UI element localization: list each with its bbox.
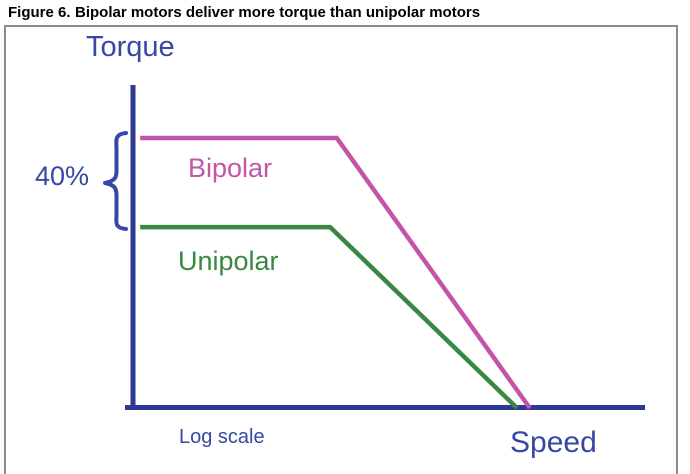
figure-frame: Torque 40% Bipolar Unipolar Log scale Sp… [4,25,678,474]
figure-number: Figure 6. [8,4,71,21]
log-scale-note: Log scale [179,426,265,448]
unipolar-series-label: Unipolar [178,246,279,276]
bipolar-curve [140,135,532,410]
difference-label: 40% [35,161,90,191]
torque-speed-chart [103,85,645,410]
torque-axis-label: Torque [86,31,175,63]
unipolar-curve [140,224,519,410]
figure-caption: Bipolar motors deliver more torque than … [75,4,481,21]
figure-caption-row: Figure 6.Bipolar motors deliver more tor… [8,4,684,21]
difference-brace [103,131,128,231]
speed-axis-label: Speed [510,426,597,459]
bipolar-series-label: Bipolar [188,153,273,183]
